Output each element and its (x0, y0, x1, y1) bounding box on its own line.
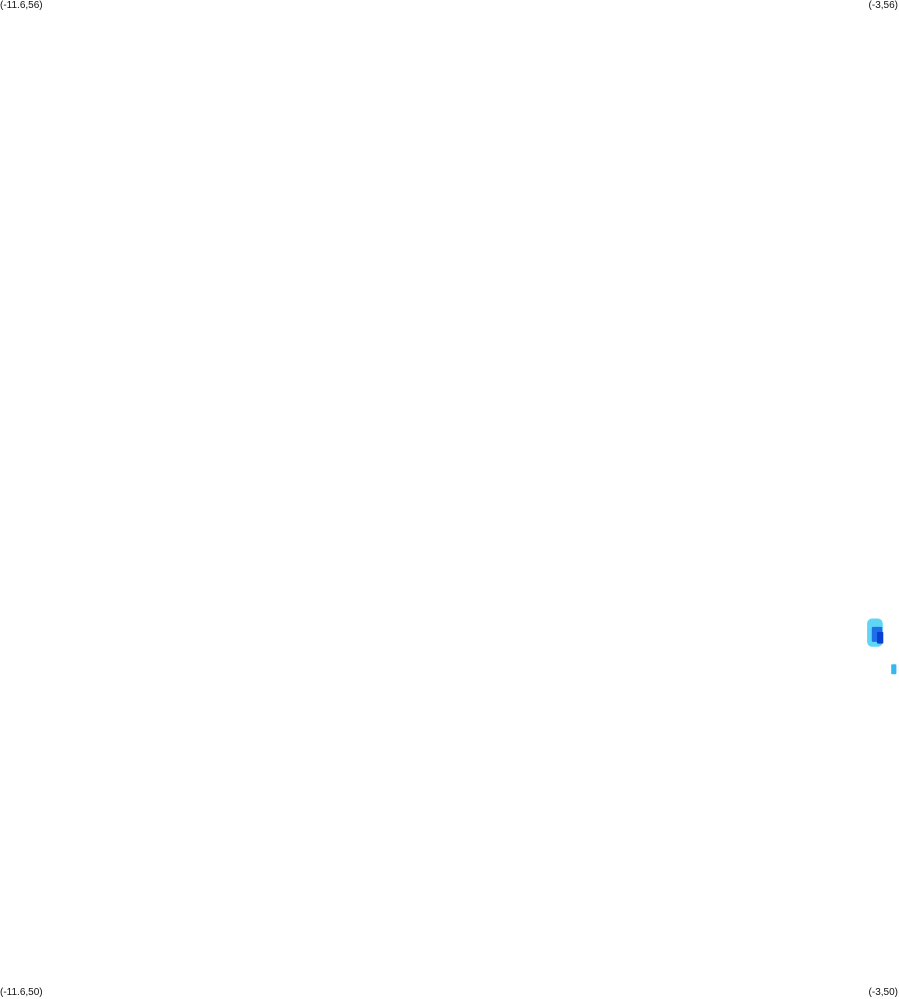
cell-a-deep (877, 631, 884, 644)
corner-label-bottom-right: (-3,50) (868, 987, 898, 998)
corner-label-top-left: (-11.6,56) (0, 0, 43, 11)
cell-b (891, 664, 897, 675)
corner-label-bottom-left: (-11.6,50) (0, 987, 43, 998)
corner-label-top-right: (-3,56) (868, 0, 898, 11)
